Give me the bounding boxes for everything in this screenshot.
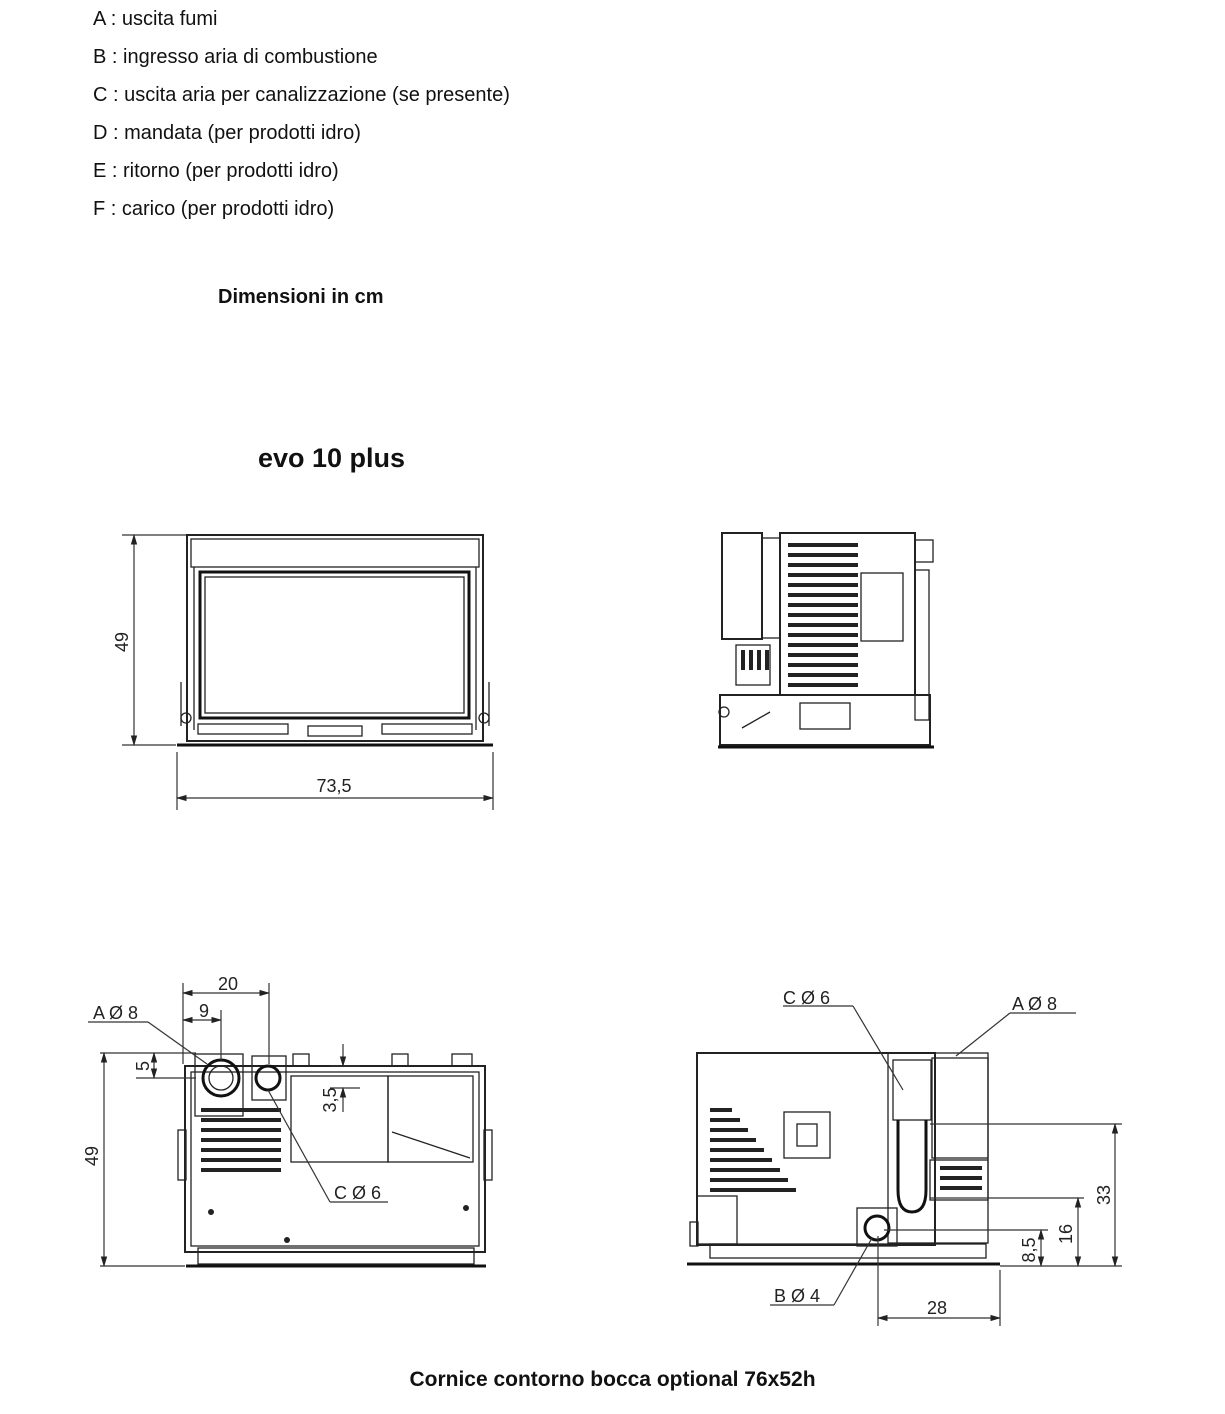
rear-offset-9-label: 9 bbox=[199, 1001, 209, 1021]
footer-note: Cornice contorno bocca optional 76x52h bbox=[409, 1368, 816, 1391]
side-dim-33-label: 33 bbox=[1094, 1185, 1114, 1205]
rear-dim-3-5-label: 3,5 bbox=[320, 1087, 340, 1112]
side-dim-28-label: 28 bbox=[927, 1298, 947, 1318]
legend-list: A : uscita fumi B : ingresso aria di com… bbox=[93, 6, 510, 234]
legend-item-d: D : mandata (per prodotti idro) bbox=[93, 122, 361, 144]
rear-flue-label: A Ø 8 bbox=[93, 1003, 138, 1023]
side-dim-8-5-label: 8,5 bbox=[1019, 1237, 1039, 1262]
front-height-label: 49 bbox=[112, 632, 132, 652]
side-dim-16-label: 16 bbox=[1056, 1224, 1076, 1244]
model-title: evo 10 plus bbox=[258, 443, 406, 473]
rear-height-label: 49 bbox=[82, 1146, 102, 1166]
side-duct-label: C Ø 6 bbox=[783, 988, 830, 1008]
side-flue-label: A Ø 8 bbox=[1012, 994, 1057, 1014]
legend-item-e: E : ritorno (per prodotti idro) bbox=[93, 160, 339, 182]
units-label: Dimensioni in cm bbox=[218, 286, 384, 308]
rear-dim-5-label: 5 bbox=[133, 1061, 153, 1071]
front-view: 49 73,5 bbox=[112, 533, 495, 810]
rear-width-20-label: 20 bbox=[218, 974, 238, 994]
legend-item-f: F : carico (per prodotti idro) bbox=[93, 198, 335, 220]
side-view-bottom: C Ø 6 A Ø 8 33 16 8,5 B Ø 4 28 bbox=[687, 988, 1122, 1326]
rear-duct-label: C Ø 6 bbox=[334, 1183, 381, 1203]
legend-item-a: A : uscita fumi bbox=[93, 8, 218, 30]
side-intake-label: B Ø 4 bbox=[774, 1286, 820, 1306]
front-width-label: 73,5 bbox=[316, 776, 351, 796]
legend-item-c: C : uscita aria per canalizzazione (se p… bbox=[93, 84, 510, 106]
legend-item-b: B : ingresso aria di combustione bbox=[93, 46, 378, 68]
side-view-top bbox=[718, 532, 934, 749]
rear-view: 20 9 A Ø 8 5 3,5 49 C Ø 6 bbox=[82, 974, 493, 1268]
